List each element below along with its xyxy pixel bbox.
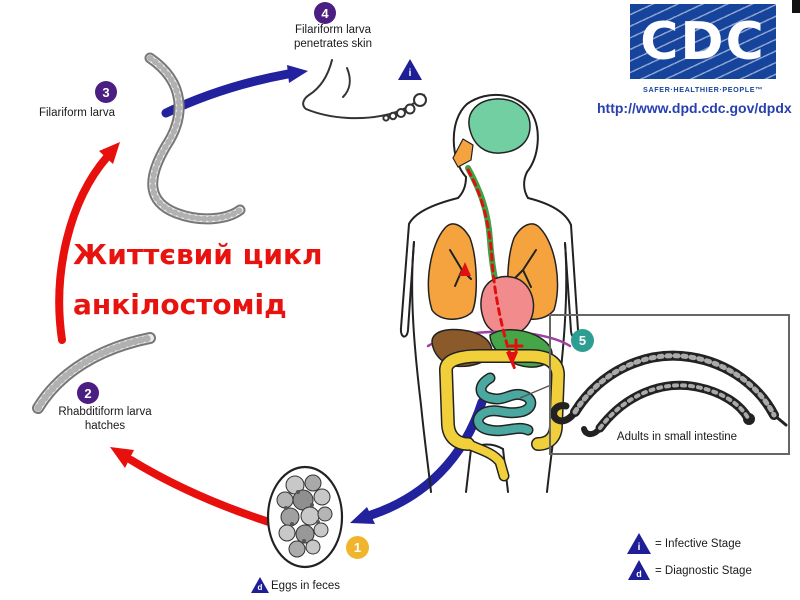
slide-title: Життєвий цикл анкілостомід bbox=[73, 230, 323, 330]
step3-label: Filariform larva bbox=[38, 107, 116, 119]
legend-infective-label: = Infective Stage bbox=[655, 538, 741, 550]
slide-title-line1: Життєвий цикл bbox=[73, 238, 323, 271]
step2-label: Rhabditiform larva hatches bbox=[58, 406, 152, 432]
step3-badge: 3 bbox=[95, 81, 117, 103]
adults-box bbox=[549, 314, 790, 455]
step5-label: Adults in small intestine bbox=[616, 431, 738, 443]
step1-badge: 1 bbox=[346, 536, 369, 559]
legend-diagnostic-label: = Diagnostic Stage bbox=[655, 565, 752, 577]
foot-drawing bbox=[302, 59, 427, 122]
step5-badge: 5 bbox=[571, 329, 594, 352]
step2-badge: 2 bbox=[77, 382, 99, 404]
cdc-logo: CDC bbox=[630, 4, 776, 79]
rhabditiform-larva-drawing bbox=[32, 332, 156, 414]
arrow-egg-to-larva2 bbox=[110, 447, 292, 532]
corner-mark bbox=[792, 0, 800, 13]
arrow-body-to-egg bbox=[350, 397, 487, 524]
pointer-line-to-box5 bbox=[519, 384, 552, 399]
adult-worms-drawing bbox=[550, 350, 788, 438]
cdc-url-link[interactable]: http://www.dpd.cdc.gov/dpdx bbox=[597, 100, 792, 116]
arrow-larva2-to-larva3 bbox=[55, 142, 120, 344]
step1-label: Eggs in feces bbox=[271, 580, 341, 592]
egg-drawing bbox=[266, 465, 344, 569]
filariform-larva-drawing bbox=[144, 52, 246, 225]
step4-label: Filariform larva penetrates skin bbox=[294, 24, 372, 50]
cdc-logo-text: CDC bbox=[640, 11, 766, 72]
step4-badge: 4 bbox=[314, 2, 336, 24]
arrow-larva3-to-foot bbox=[161, 65, 308, 118]
cdc-tagline: SAFER·HEALTHIER·PEOPLE™ bbox=[643, 85, 763, 94]
slide-title-line2: анкілостомід bbox=[73, 288, 287, 321]
